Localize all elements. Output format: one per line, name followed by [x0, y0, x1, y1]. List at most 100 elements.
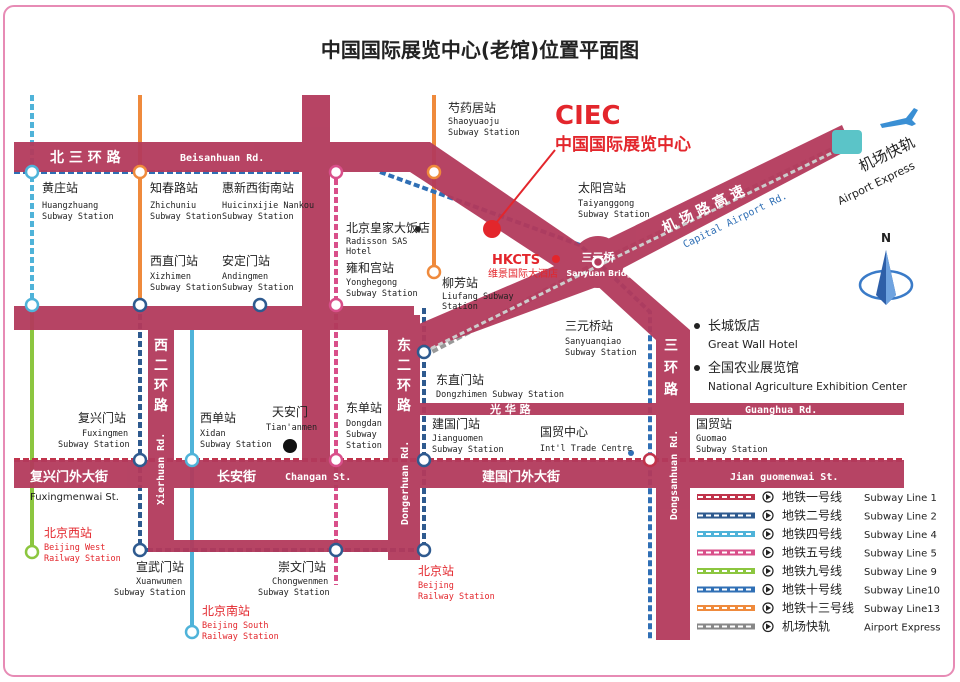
- label-guanghua-cn: 光 华 路: [489, 402, 532, 416]
- station-marker-chongwenmen: [328, 542, 344, 558]
- great-wall-hotel-dot: [694, 323, 700, 329]
- legend-item: 地铁九号线 Subway Line 9: [697, 564, 937, 578]
- hkcts-name: 维景国际大酒店: [488, 267, 558, 280]
- legend-label-en: Subway Line 1: [864, 493, 937, 504]
- station-marker-yonghegong: [328, 297, 344, 313]
- station-marker-sanyuanqiao: [591, 255, 605, 269]
- legend-label-en: Subway Line 9: [864, 567, 937, 578]
- beijing-west-en2: Railway Station: [44, 554, 121, 564]
- radisson-dot: [415, 226, 421, 232]
- west-ring-char-4: 路: [154, 397, 169, 414]
- roads: [14, 95, 904, 640]
- beijing-west-en1: Beijing West: [44, 543, 105, 553]
- label-sanyuan-bridge-en: Sanyuan Bridge: [566, 269, 638, 278]
- landmark-labels: 长城饭店 Great Wall Hotel 全国农业展览馆 National A…: [708, 319, 908, 393]
- west-ring-char-2: 二: [154, 358, 168, 374]
- label-fuxingmenwai-en: Fuxingmenwai St.: [30, 492, 119, 503]
- station-yonghegong-en1: Yonghegong: [346, 278, 397, 288]
- station-taiyanggong-en1: Taiyanggong: [578, 199, 634, 209]
- trade-centre-cn: 国贸中心: [540, 424, 588, 439]
- station-guomao-en2: Subway Station: [696, 445, 768, 455]
- station-taiyanggong-en2: Subway Station: [578, 210, 650, 220]
- station-marker-huangzhuang: [24, 164, 40, 180]
- label-west-2nd-ring-cn: 西 二 环 路: [154, 338, 169, 414]
- east-ring-char-2: 二: [397, 358, 411, 374]
- station-xizhimen-en1: Xizhimen: [150, 272, 191, 282]
- station-dongdan-en1: Dongdan: [346, 419, 382, 429]
- legend-label-cn: 地铁十三号线: [782, 601, 854, 615]
- station-huangzhuang-en1: Huangzhuang: [42, 201, 98, 211]
- legend-label-en: Airport Express: [864, 623, 940, 634]
- station-marker-xuanwumen: [132, 542, 148, 558]
- road-south-2nd-ring: [148, 540, 418, 552]
- station-zhichunlu-en1: Zhichuniu: [150, 201, 196, 211]
- station-jianguomen-cn: 建国门站: [432, 416, 480, 431]
- station-marker-liufang: [426, 264, 442, 280]
- station-marker-beijing-west: [24, 544, 40, 560]
- legend-label-en: Subway Line13: [864, 604, 940, 615]
- label-changan-cn: 长安街: [217, 469, 256, 485]
- legend-label-cn: 地铁五号线: [782, 546, 842, 560]
- station-sanyuanqiao-en2: Subway Station: [565, 348, 637, 358]
- trade-centre-en: Int'l Trade Centre: [540, 444, 632, 454]
- station-xuanwumen-cn: 宣武门站: [136, 559, 184, 574]
- airplane-icon: [880, 108, 918, 128]
- station-andingmen-cn: 安定门站: [222, 253, 270, 268]
- east-ring-char-3: 环: [397, 378, 411, 394]
- radisson-en2: Hotel: [346, 247, 372, 257]
- station-marker-guomao: [642, 452, 658, 468]
- airport-terminal-icon: [832, 130, 862, 154]
- tiananmen-en: Tian'anmen: [266, 423, 317, 433]
- ciec-name: 中国国际展览中心: [555, 134, 691, 155]
- station-andingmen-en2: Subway Station: [222, 283, 294, 293]
- legend-item: 地铁十三号线 Subway Line13: [697, 601, 940, 615]
- great-wall-hotel-cn: 长城饭店: [708, 319, 760, 334]
- station-marker-beijing-south: [184, 624, 200, 640]
- station-markers: [24, 164, 658, 640]
- west-ring-char-1: 西: [154, 338, 168, 354]
- radisson-en1: Radisson SAS: [346, 237, 407, 247]
- legend-label-cn: 地铁十号线: [782, 583, 842, 597]
- station-fuxingmen-en1: Fuxingmen: [82, 429, 128, 439]
- road-north-3rd-ring: [14, 142, 600, 270]
- label-east-3rd-ring-cn: 三 环 路: [664, 338, 679, 398]
- station-dongdan-en2: Subway: [346, 430, 377, 440]
- road-east-2nd-diagonal: [405, 255, 610, 352]
- station-chongwenmen-en2: Subway Station: [258, 588, 330, 598]
- beijing-south-en2: Railway Station: [202, 632, 279, 642]
- station-marker-dongzhimen: [416, 344, 432, 360]
- station-dongzhimen-cn: 东直门站: [436, 372, 484, 387]
- road-central-vertical: [302, 95, 330, 475]
- station-chongwenmen-cn: 崇文门站: [278, 559, 326, 574]
- station-marker-baishiqiao: [24, 297, 40, 313]
- station-huixinxijie-en2: Subway Station: [222, 212, 294, 222]
- legend-label-cn: 地铁九号线: [782, 564, 842, 578]
- tiananmen-cn: 天安门: [272, 404, 308, 419]
- beijing-railway-en2: Railway Station: [418, 592, 495, 602]
- legend-label-cn: 地铁二号线: [782, 509, 842, 523]
- station-zhichunlu-en2: Subway Station: [150, 212, 222, 222]
- road-east-3rd-ring: [580, 262, 690, 640]
- station-taiyanggong-cn: 太阳宫站: [578, 180, 626, 195]
- station-huixinxijie-en1: Huicinxijie Nankou: [222, 201, 314, 211]
- station-jianguomen-en2: Subway Station: [432, 445, 504, 455]
- east-3rd-char-2: 环: [664, 360, 678, 376]
- station-shaoyaoju-cn: 芍药居站: [448, 101, 496, 115]
- station-liufang-en2: Station: [442, 302, 478, 312]
- label-east-2nd-ring-cn: 东 二 环 路: [397, 337, 412, 414]
- station-dongzhimen-en1: Dongzhimen Subway Station: [436, 390, 564, 400]
- agri-center-en: National Agriculture Exhibition Center: [708, 381, 908, 393]
- beijing-south-en1: Beijing South: [202, 621, 269, 631]
- station-labels: 芍药居站 Shaoyuaoju Subway Station 黄庄站 Huang…: [42, 101, 768, 598]
- trade-centre-dot: [628, 450, 634, 456]
- ciec-abbr: CIEC: [555, 101, 621, 131]
- station-chongwenmen-en1: Chongwenmen: [272, 577, 328, 587]
- agri-center-dot: [694, 365, 700, 371]
- tiananmen-dot: [283, 439, 297, 453]
- station-shaoyaoju-en1: Shaoyuaoju: [448, 117, 499, 127]
- station-xidan-en2: Subway Station: [200, 440, 272, 450]
- station-marker-andingmen: [252, 297, 268, 313]
